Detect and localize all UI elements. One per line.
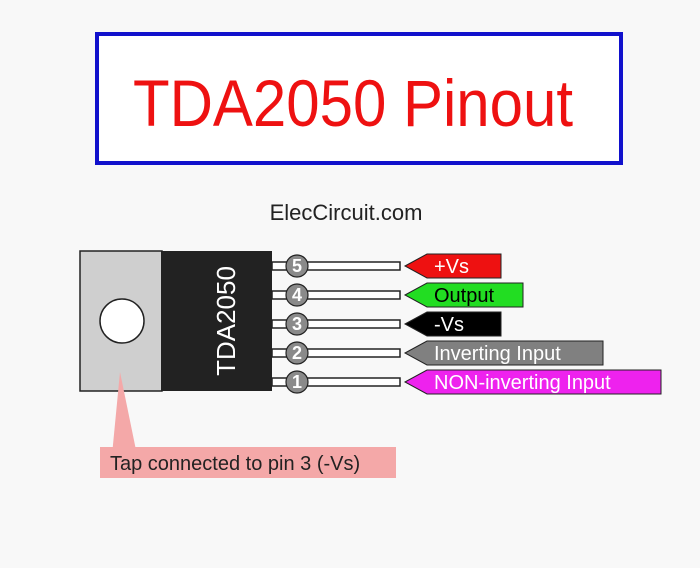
pin-5: 5 +Vs bbox=[271, 253, 502, 279]
pin-number: 2 bbox=[292, 343, 302, 363]
pin-label-tag bbox=[403, 282, 524, 308]
mounting-hole bbox=[99, 298, 145, 344]
pin-label-tag bbox=[403, 311, 502, 337]
pin-number-circle bbox=[285, 312, 309, 336]
pin-label-tag bbox=[403, 340, 604, 366]
pin-label: +Vs bbox=[434, 256, 469, 278]
tab-note: Tap connected to pin 3 (-Vs) bbox=[110, 453, 360, 475]
note-pointer bbox=[112, 372, 137, 455]
pin-label-tag bbox=[403, 253, 502, 279]
pin-label: Inverting Input bbox=[434, 343, 561, 365]
site-label: ElecCircuit.com bbox=[270, 200, 423, 225]
pins-group: 5 +Vs 4 Output 3 -Vs 2 Inverting Input 1 NON-inve… bbox=[271, 253, 662, 395]
pin-number-circle bbox=[285, 254, 309, 278]
pin-number-circle bbox=[285, 283, 309, 307]
pin-number: 4 bbox=[292, 285, 302, 305]
pin-label: Output bbox=[434, 285, 494, 307]
pin-number-circle bbox=[285, 341, 309, 365]
pin-number: 3 bbox=[292, 314, 302, 334]
pin-4: 4 Output bbox=[271, 282, 524, 308]
chip-body bbox=[161, 251, 272, 391]
pin-label: NON-inverting Input bbox=[434, 372, 611, 394]
pin-label-tag bbox=[403, 369, 662, 395]
pin-lead bbox=[271, 319, 401, 329]
pin-2: 2 Inverting Input bbox=[271, 340, 604, 366]
pin-label: -Vs bbox=[434, 314, 464, 336]
pin-1: 1 NON-inverting Input bbox=[271, 369, 662, 395]
title-box bbox=[95, 32, 623, 165]
pin-lead bbox=[271, 290, 401, 300]
pin-number: 5 bbox=[292, 256, 302, 276]
pin-lead bbox=[271, 261, 401, 271]
pin-lead bbox=[271, 348, 401, 358]
note-box bbox=[100, 447, 396, 478]
pin-3: 3 -Vs bbox=[271, 311, 502, 337]
chip-name: TDA2050 bbox=[211, 266, 241, 376]
page-title: TDA2050 Pinout bbox=[133, 66, 573, 140]
pin-number: 1 bbox=[292, 372, 302, 392]
pin-lead bbox=[271, 377, 401, 387]
pin-number-circle bbox=[285, 370, 309, 394]
